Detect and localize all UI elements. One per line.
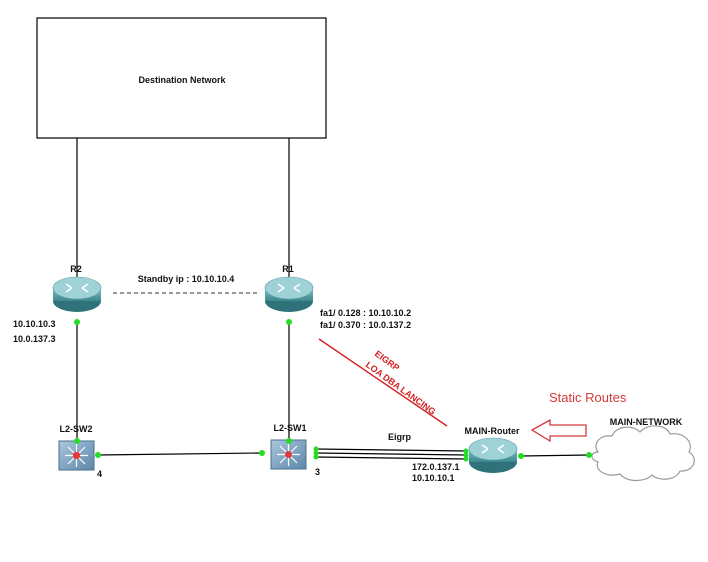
r1-label: R1 — [282, 264, 294, 274]
switch-l2-sw2[interactable] — [58, 440, 95, 471]
port-dot — [95, 452, 101, 458]
port-dot — [518, 453, 524, 459]
r2-label: R2 — [70, 264, 82, 274]
sw1-port: 3 — [315, 467, 320, 477]
eigrp-lb-line2: LOA DBA LANCING — [364, 360, 438, 417]
switch-star-icon — [285, 451, 292, 458]
link-mainrouter-cloud — [520, 454, 591, 457]
r2-ip2: 10.0.137.3 — [13, 334, 56, 344]
sw2-port: 4 — [97, 469, 102, 479]
router-r1[interactable] — [264, 276, 314, 312]
link-sw1-mainrouter-a — [315, 448, 467, 452]
static-routes-label: Static Routes — [549, 390, 627, 405]
port-dot — [313, 446, 319, 452]
link-sw2-sw1 — [96, 452, 263, 456]
standby-ip-label: Standby ip : 10.10.10.4 — [138, 274, 235, 284]
port-dot — [463, 456, 469, 462]
port-dots — [74, 319, 592, 462]
port-dot — [74, 319, 80, 325]
router-arrows-icon — [277, 283, 301, 293]
main-network-cloud[interactable] — [591, 425, 695, 482]
port-dot — [586, 452, 592, 458]
r2-ip1: 10.10.10.3 — [13, 319, 56, 329]
router-arrows-icon — [481, 444, 505, 454]
eigrp-label: Eigrp — [388, 432, 412, 442]
port-dot — [286, 438, 292, 444]
eigrp-loadbalancing-line — [318, 338, 448, 427]
links — [76, 138, 591, 460]
port-dot — [286, 319, 292, 325]
static-routes-arrow-icon — [530, 418, 587, 443]
main-router-label: MAIN-Router — [465, 426, 520, 436]
router-main[interactable] — [468, 437, 518, 473]
main-router-ip1: 172.0.137.1 — [412, 462, 460, 472]
destination-network-label: Destination Network — [138, 75, 226, 85]
sw2-label: L2-SW2 — [59, 424, 92, 434]
router-r2[interactable] — [52, 276, 102, 312]
link-sw1-mainrouter-c — [315, 456, 467, 460]
r1-if1: fa1/ 0.128 : 10.10.10.2 — [320, 308, 411, 318]
port-dot — [463, 452, 469, 458]
main-router-ip2: 10.10.10.1 — [412, 473, 455, 483]
port-dot — [313, 454, 319, 460]
destination-network-box — [36, 17, 327, 139]
link-sw1-mainrouter-b — [315, 452, 467, 456]
port-dot — [259, 450, 265, 456]
port-dot — [313, 450, 319, 456]
main-network-label: MAIN-NETWORK — [610, 417, 683, 427]
sw1-label: L2-SW1 — [273, 423, 306, 433]
r1-if2: fa1/ 0.370 : 10.0.137.2 — [320, 320, 411, 330]
router-arrows-icon — [65, 283, 89, 293]
port-dot — [463, 448, 469, 454]
port-dot — [74, 438, 80, 444]
switch-l2-sw1[interactable] — [270, 439, 307, 470]
